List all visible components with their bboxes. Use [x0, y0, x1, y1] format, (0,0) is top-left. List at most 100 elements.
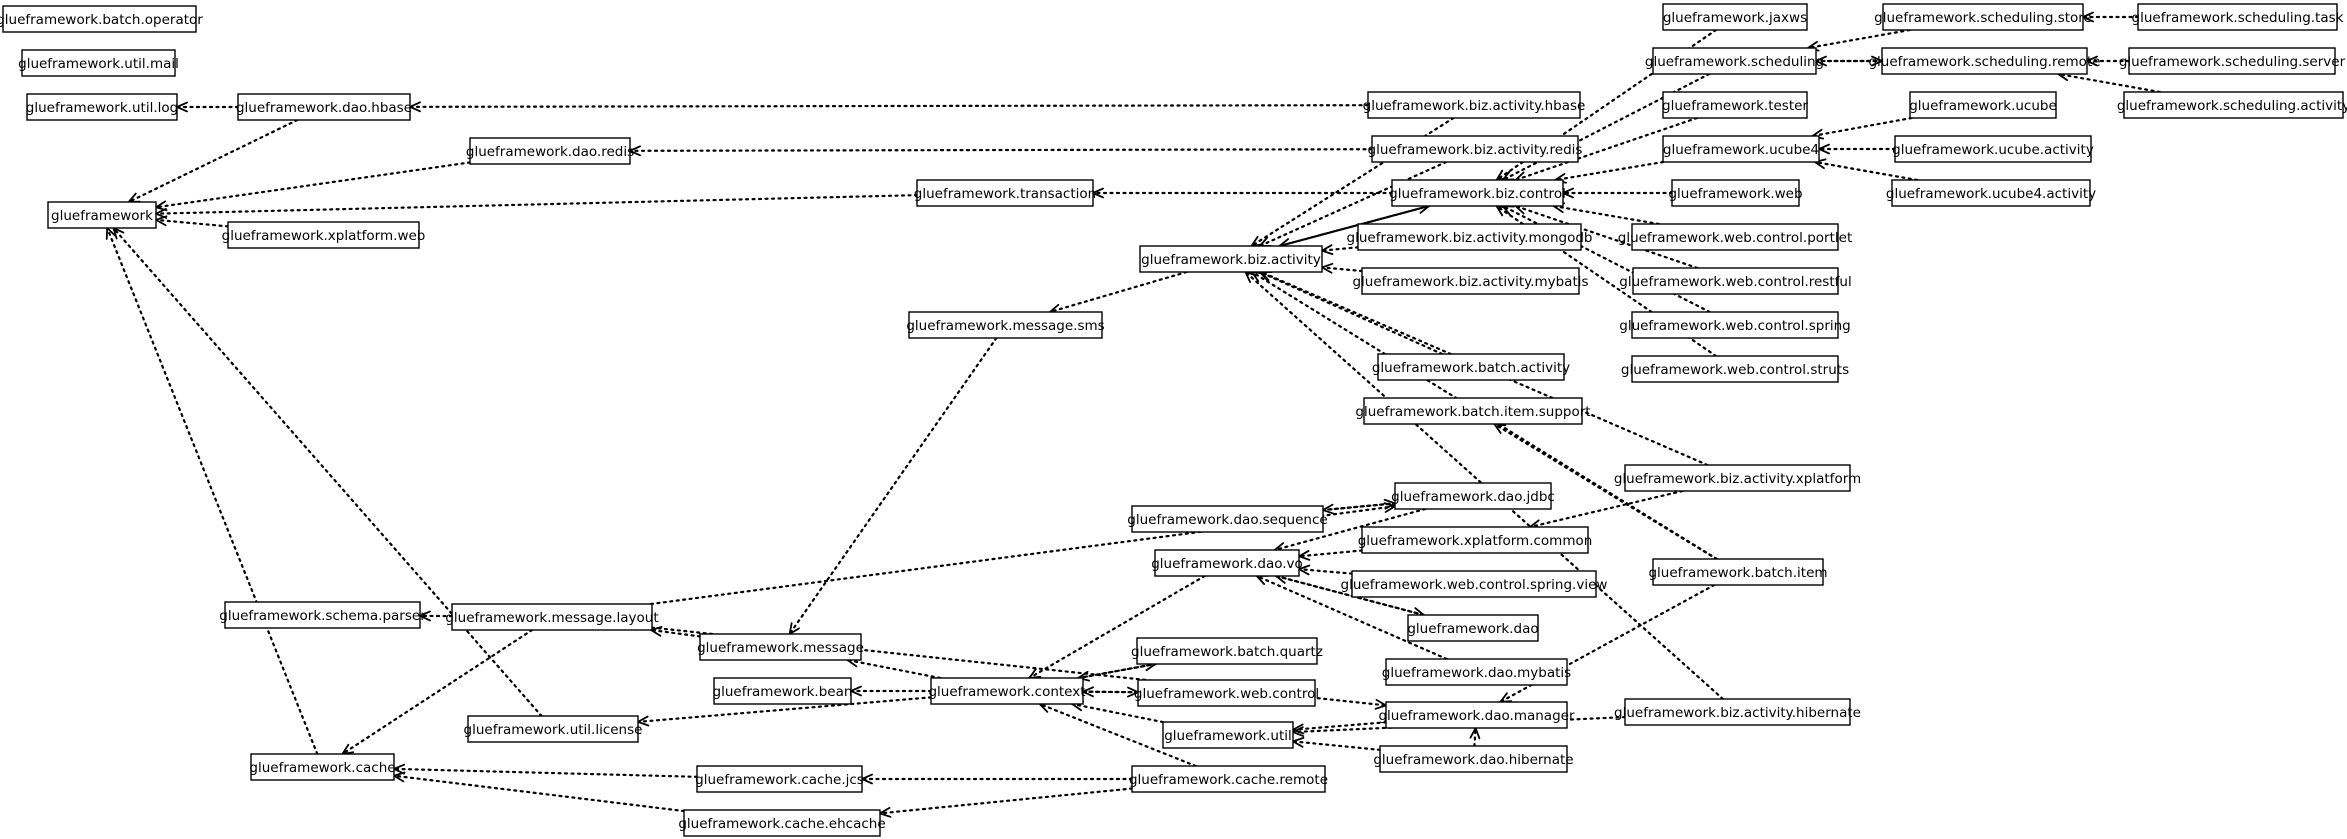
package-node-ucube-activity[interactable]: glueframework.ucube.activity: [1892, 135, 2094, 163]
package-node-web[interactable]: glueframework.web: [1668, 179, 1803, 207]
package-node-biz-activity-hibernate[interactable]: glueframework.biz.activity.hibernate: [1614, 698, 1861, 726]
package-node-dao-sequence[interactable]: glueframework.dao.sequence: [1127, 505, 1328, 533]
package-node-scheduling-remote[interactable]: glueframework.scheduling.remote: [1868, 47, 2101, 75]
package-node-dao-redis[interactable]: glueframework.dao.redis: [466, 137, 634, 165]
package-node-scheduling-activity[interactable]: glueframework.scheduling.activity: [2117, 91, 2347, 119]
package-label: glueframework.util.log: [26, 100, 178, 116]
edge-cache-remote-to-cache-ehcache: [878, 787, 1134, 818]
package-node-scheduling-task[interactable]: glueframework.scheduling.task: [2132, 3, 2344, 31]
package-node-context[interactable]: glueframework.context: [928, 677, 1086, 705]
package-box: [1671, 179, 1800, 207]
package-box: [2128, 47, 2336, 75]
package-box: [1379, 745, 1568, 773]
package-box: [1154, 549, 1300, 577]
package-label: glueframework.scheduling.server: [2119, 54, 2346, 70]
package-node-dao[interactable]: glueframework.dao: [1407, 614, 1539, 642]
package-node-dao-vo[interactable]: glueframework.dao.vo: [1151, 549, 1303, 577]
package-node-biz-control[interactable]: glueframework.biz.control: [1389, 179, 1566, 207]
package-label: glueframework.bean: [713, 684, 853, 700]
package-node-util[interactable]: glueframework.util: [1162, 721, 1294, 749]
package-node-web-control[interactable]: glueframework.web.control: [1134, 679, 1319, 707]
package-node-tester[interactable]: glueframework.tester: [1662, 91, 1808, 119]
package-node-util-license[interactable]: glueframework.util.license: [464, 715, 643, 743]
package-node-web-control-spring-view[interactable]: glueframework.web.control.spring.view: [1341, 570, 1608, 598]
package-node-gf[interactable]: glueframework: [47, 201, 157, 229]
package-box: [227, 221, 420, 249]
package-node-cache-jcs[interactable]: glueframework.cache.jcs: [695, 765, 864, 793]
package-node-biz-activity-xplatform[interactable]: glueframework.biz.activity.xplatform: [1614, 464, 1861, 492]
package-label: glueframework.transaction: [914, 186, 1096, 202]
package-node-schema-parser[interactable]: glueframework.schema.parser: [219, 601, 426, 629]
package-node-scheduling-server[interactable]: glueframework.scheduling.server: [2119, 47, 2346, 75]
package-node-dao-hbase[interactable]: glueframework.dao.hbase: [236, 93, 412, 121]
package-node-scheduling[interactable]: glueframework.scheduling: [1645, 47, 1824, 75]
package-label: glueframework.cache.ehcache: [678, 816, 885, 832]
edge-line: [649, 628, 702, 638]
package-node-biz-activity-hbase[interactable]: glueframework.biz.activity.hbase: [1363, 91, 1586, 119]
package-node-web-control-restful[interactable]: glueframework.web.control.restful: [1619, 267, 1852, 295]
edge-line: [154, 194, 919, 215]
package-node-jaxws[interactable]: glueframework.jaxws: [1662, 3, 1808, 31]
package-node-message[interactable]: glueframework.message: [697, 633, 864, 661]
package-box: [250, 753, 395, 781]
package-node-dao-mybatis[interactable]: glueframework.dao.mybatis: [1382, 658, 1571, 686]
package-node-cache[interactable]: glueframework.cache: [249, 753, 396, 781]
package-box: [1394, 482, 1552, 510]
edge-biz-activity-hbase-to-dao-hbase: [408, 101, 1370, 113]
package-node-util-log[interactable]: glueframework.util.log: [26, 93, 178, 121]
package-label: glueframework.scheduling: [1645, 54, 1824, 70]
package-box: [713, 677, 852, 705]
package-node-batch-activity[interactable]: glueframework.batch.activity: [1372, 353, 1570, 381]
package-label: glueframework.web.control.spring: [1619, 318, 1851, 334]
package-label: glueframework.util: [1164, 728, 1292, 744]
package-node-xplatform-common[interactable]: glueframework.xplatform.common: [1358, 526, 1593, 554]
package-node-web-control-struts[interactable]: glueframework.web.control.struts: [1621, 355, 1849, 383]
package-node-dao-manager[interactable]: glueframework.dao.manager: [1378, 701, 1575, 729]
edge-line: [1554, 160, 1665, 182]
package-node-ucube4-activity[interactable]: glueframework.ucube4.activity: [1886, 179, 2096, 207]
edge-context-to-bean: [849, 685, 933, 697]
package-node-xplatform-web[interactable]: glueframework.xplatform.web: [222, 221, 426, 249]
package-label: glueframework.scheduling.store: [1874, 10, 2092, 26]
package-node-web-control-spring[interactable]: glueframework.web.control.spring: [1619, 311, 1851, 339]
package-node-util-mail[interactable]: glueframework.util.mail: [18, 49, 179, 77]
edge-line: [1258, 160, 1448, 248]
edge-line: [1528, 489, 1684, 529]
package-box: [237, 93, 411, 121]
package-node-batch-quartz[interactable]: glueframework.batch.quartz: [1131, 637, 1323, 665]
package-node-web-control-portlet[interactable]: glueframework.web.control.portlet: [1618, 223, 1853, 251]
edge-dao-hibernate-to-util: [1291, 736, 1382, 751]
package-label: glueframework: [51, 208, 153, 224]
package-node-message-sms[interactable]: glueframework.message.sms: [906, 311, 1105, 339]
edge-biz-activity-redis-to-dao-redis: [628, 145, 1374, 157]
package-node-cache-remote[interactable]: glueframework.cache.remote: [1129, 765, 1328, 793]
package-node-ucube4[interactable]: glueframework.ucube4: [1662, 135, 1820, 163]
package-node-batch-item-support[interactable]: glueframework.batch.item.support: [1355, 397, 1591, 425]
edge-transaction-to-gf: [154, 194, 919, 219]
package-node-biz-activity-redis[interactable]: glueframework.biz.activity.redis: [1368, 135, 1583, 163]
edge-line: [1081, 690, 1140, 694]
edge-cache-ehcache-to-cache: [392, 771, 686, 813]
edge-line: [127, 118, 299, 204]
package-node-dao-jdbc[interactable]: glueframework.dao.jdbc: [1391, 482, 1555, 510]
package-label: glueframework.batch.activity: [1372, 360, 1570, 376]
package-box: [1139, 245, 1323, 273]
package-node-dao-hibernate[interactable]: glueframework.dao.hibernate: [1373, 745, 1574, 773]
package-node-batch-item[interactable]: glueframework.batch.item: [1648, 558, 1828, 586]
package-node-bean[interactable]: glueframework.bean: [713, 677, 853, 705]
package-node-biz-activity-mongodb[interactable]: glueframework.biz.activity.mongodb: [1347, 223, 1593, 251]
package-node-cache-ehcache[interactable]: glueframework.cache.ehcache: [678, 809, 886, 837]
package-node-message-layout[interactable]: glueframework.message.layout: [445, 603, 659, 631]
package-node-batch-operator[interactable]: glueframework.batch.operator: [0, 5, 203, 33]
package-node-ucube[interactable]: glueframework.ucube: [1909, 91, 2057, 119]
package-box: [2, 5, 197, 33]
package-node-transaction[interactable]: glueframework.transaction: [914, 179, 1096, 207]
package-node-biz-activity[interactable]: glueframework.biz.activity: [1139, 245, 1323, 273]
edge-line: [1813, 160, 1919, 182]
package-label: glueframework.web.control.spring.view: [1341, 577, 1608, 593]
package-box: [1652, 47, 1817, 75]
package-node-biz-activity-mybatis[interactable]: glueframework.biz.activity.mybatis: [1352, 267, 1589, 295]
package-box: [1371, 135, 1579, 163]
package-box: [1391, 179, 1564, 207]
package-node-scheduling-store[interactable]: glueframework.scheduling.store: [1874, 3, 2092, 31]
